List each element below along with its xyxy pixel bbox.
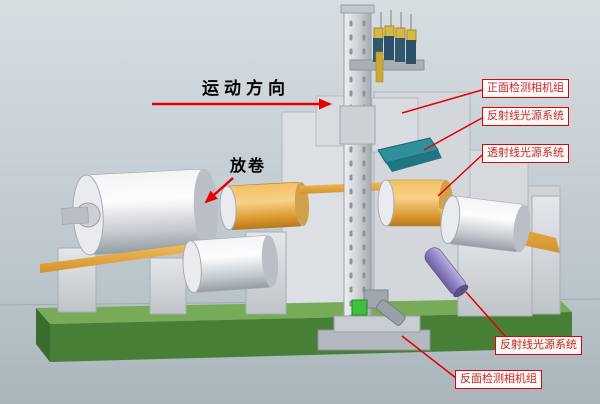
- camera-array-top: [349, 10, 425, 83]
- reflective-light-source-top: [377, 137, 442, 172]
- leader-back-camera: [401, 335, 457, 379]
- leader-transmissive: [437, 154, 483, 197]
- camera-unit-bottom: [317, 289, 431, 351]
- unwind-roll: [61, 168, 219, 256]
- leader-front-camera: [401, 89, 483, 114]
- unwind-arrow: [204, 177, 234, 204]
- leader-reflective-top: [423, 117, 483, 151]
- callout-transmissive-light: 透射线光源系统: [482, 144, 569, 163]
- callout-front-camera-group: 正面检测相机组: [482, 79, 569, 98]
- callout-reflective-light-bottom: 反射线光源系统: [495, 336, 582, 355]
- base-beam: [36, 298, 572, 362]
- callout-back-camera-group: 反面检测相机组: [455, 370, 542, 389]
- gantry-column: [339, 4, 376, 337]
- leader-reflective-bottom: [465, 291, 507, 338]
- callout-reflective-light-top: 反射线光源系统: [482, 107, 569, 126]
- label-motion-direction: 运动方向: [202, 79, 290, 98]
- annotation-graphics: [152, 89, 507, 379]
- roller-web-wrap-left: [219, 181, 310, 231]
- roller-right: [440, 195, 531, 253]
- roller-purple: [424, 247, 469, 298]
- label-unwind: 放卷: [230, 158, 267, 175]
- roller-left-lower: [182, 235, 279, 294]
- web-band-lower-left: [40, 244, 190, 273]
